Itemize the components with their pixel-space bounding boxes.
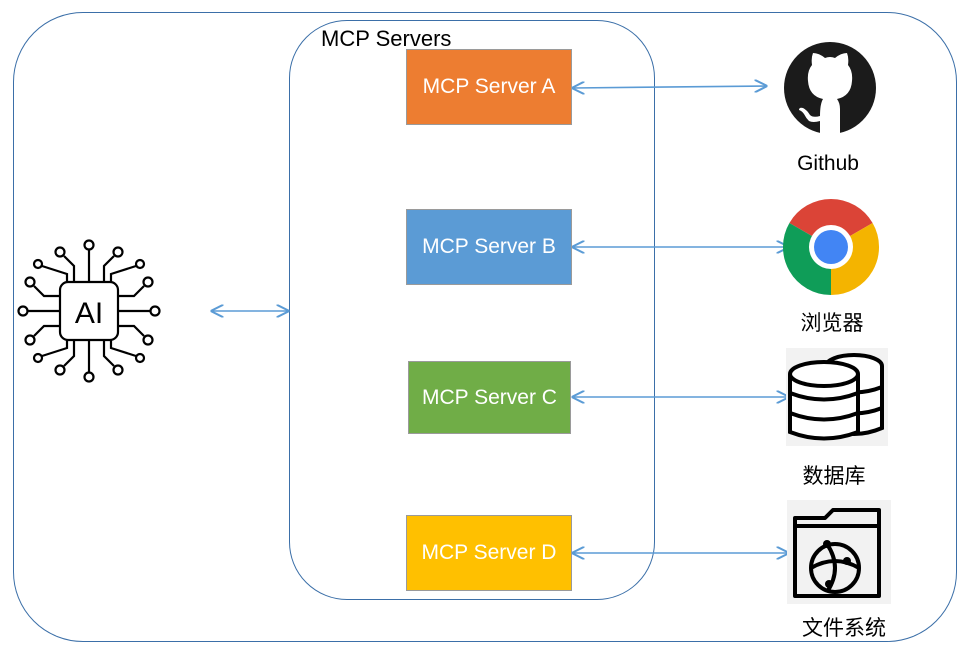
server-c-label: MCP Server C: [422, 385, 557, 409]
database-icon: [786, 348, 888, 446]
server-d: MCP Server D: [406, 515, 572, 591]
chrome-icon: [782, 198, 880, 295]
database-label: 数据库: [802, 464, 866, 488]
outer-frame: [13, 12, 957, 642]
server-a: MCP Server A: [406, 49, 572, 125]
file-system-icon: [787, 500, 891, 604]
server-b-label: MCP Server B: [422, 235, 556, 258]
server-d-label: MCP Server D: [421, 541, 557, 564]
server-b: MCP Server B: [406, 209, 572, 285]
server-c: MCP Server C: [408, 361, 571, 434]
ai-chip-icon: AI: [17, 239, 161, 383]
github-icon: [784, 42, 876, 134]
github-label: Github: [797, 152, 859, 175]
group-title: MCP Servers: [321, 26, 452, 51]
mcp-servers-group: [289, 20, 655, 600]
browser-label: 浏览器: [800, 311, 864, 335]
arrow-server-a-github: [573, 86, 766, 88]
file-system-label: 文件系统: [802, 616, 886, 640]
ai-label: AI: [75, 297, 103, 330]
server-a-label: MCP Server A: [422, 75, 556, 98]
